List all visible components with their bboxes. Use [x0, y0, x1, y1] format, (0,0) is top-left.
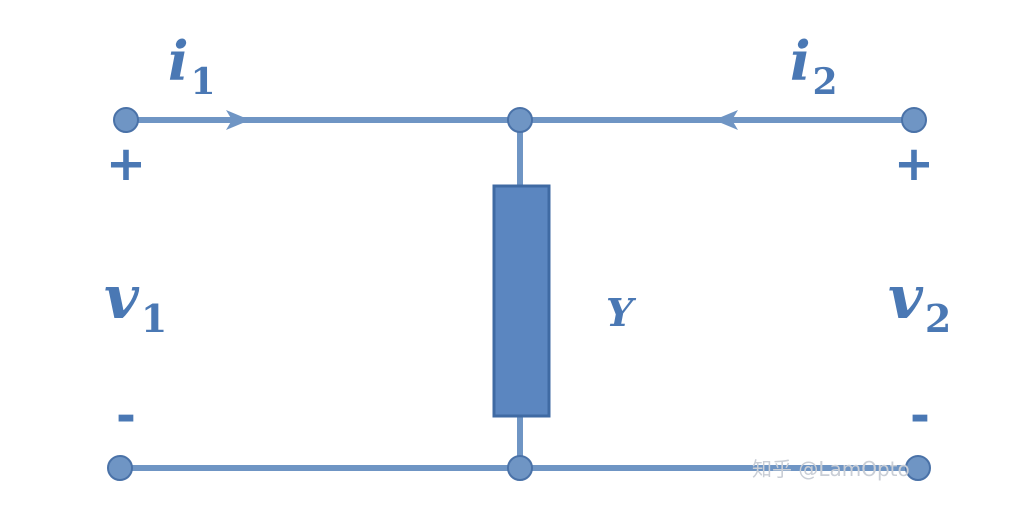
- current-1-arrow: [226, 110, 250, 130]
- voltage-2-label: v2: [888, 263, 951, 341]
- current-1-symbol: i: [168, 29, 189, 93]
- port1-plus-sign: +: [106, 136, 146, 192]
- port2-bottom-terminal: [905, 455, 931, 481]
- port2-top-terminal: [901, 107, 927, 133]
- current-1-subscript: 1: [191, 61, 216, 103]
- current-1-label: i1: [168, 29, 216, 103]
- current-2-symbol: i: [790, 29, 811, 93]
- current-2-arrow: [714, 110, 738, 130]
- voltage-1-label: v1: [104, 263, 167, 341]
- voltage-2-subscript: 2: [925, 296, 951, 341]
- voltage-2-symbol: v: [888, 263, 924, 333]
- top-junction-node: [507, 107, 533, 133]
- admittance-label: Y: [606, 290, 637, 335]
- bottom-junction-node: [507, 455, 533, 481]
- port1-minus-sign: -: [116, 388, 136, 444]
- voltage-1-subscript: 1: [141, 296, 167, 341]
- port2-minus-sign: -: [910, 388, 930, 444]
- current-2-label: i2: [790, 29, 838, 103]
- current-2-subscript: 2: [813, 61, 838, 103]
- watermark: 知乎 @LamOpto: [752, 457, 910, 481]
- voltage-1-symbol: v: [104, 263, 140, 333]
- port1-bottom-terminal: [107, 455, 133, 481]
- port2-plus-sign: +: [894, 136, 934, 192]
- admittance-element: [492, 184, 551, 418]
- port1-top-terminal: [113, 107, 139, 133]
